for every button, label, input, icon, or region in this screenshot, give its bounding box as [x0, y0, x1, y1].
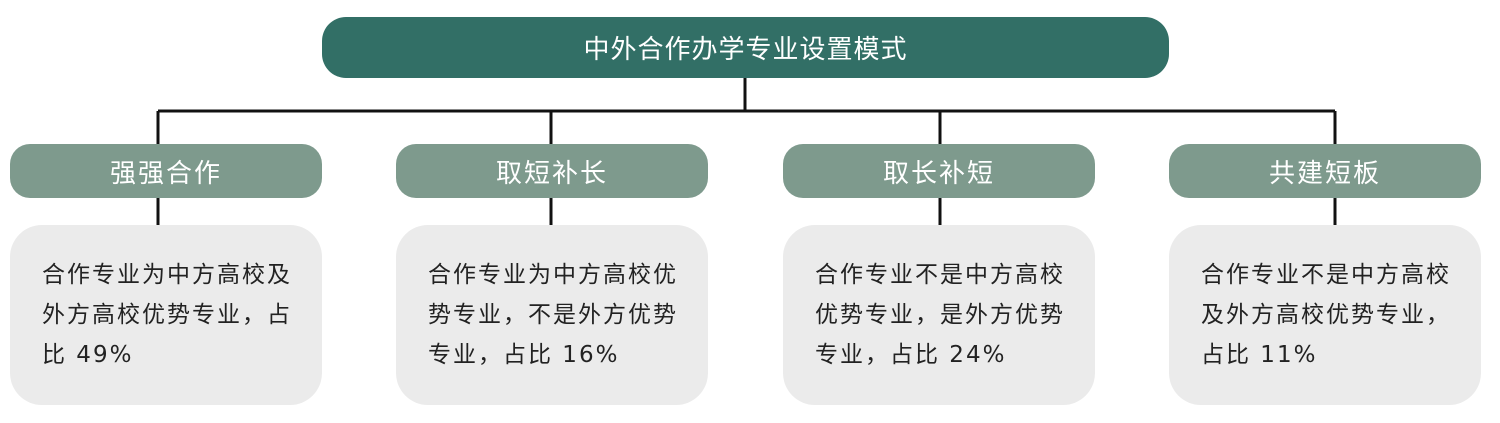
- description-box-3: 合作专业不是中方高校优势专业，是外方优势专业，占比 24%: [783, 225, 1095, 405]
- description-box-4: 合作专业不是中方高校及外方高校优势专业，占比 11%: [1169, 225, 1481, 405]
- branch-node-1: 强强合作: [10, 144, 322, 198]
- branch-node-4: 共建短板: [1169, 144, 1481, 198]
- root-node-title: 中外合作办学专业设置模式: [322, 17, 1169, 78]
- description-box-1: 合作专业为中方高校及外方高校优势专业，占比 49%: [10, 225, 322, 405]
- branch-node-2: 取短补长: [396, 144, 708, 198]
- branch-node-3: 取长补短: [783, 144, 1095, 198]
- description-box-2: 合作专业为中方高校优势专业，不是外方优势专业，占比 16%: [396, 225, 708, 405]
